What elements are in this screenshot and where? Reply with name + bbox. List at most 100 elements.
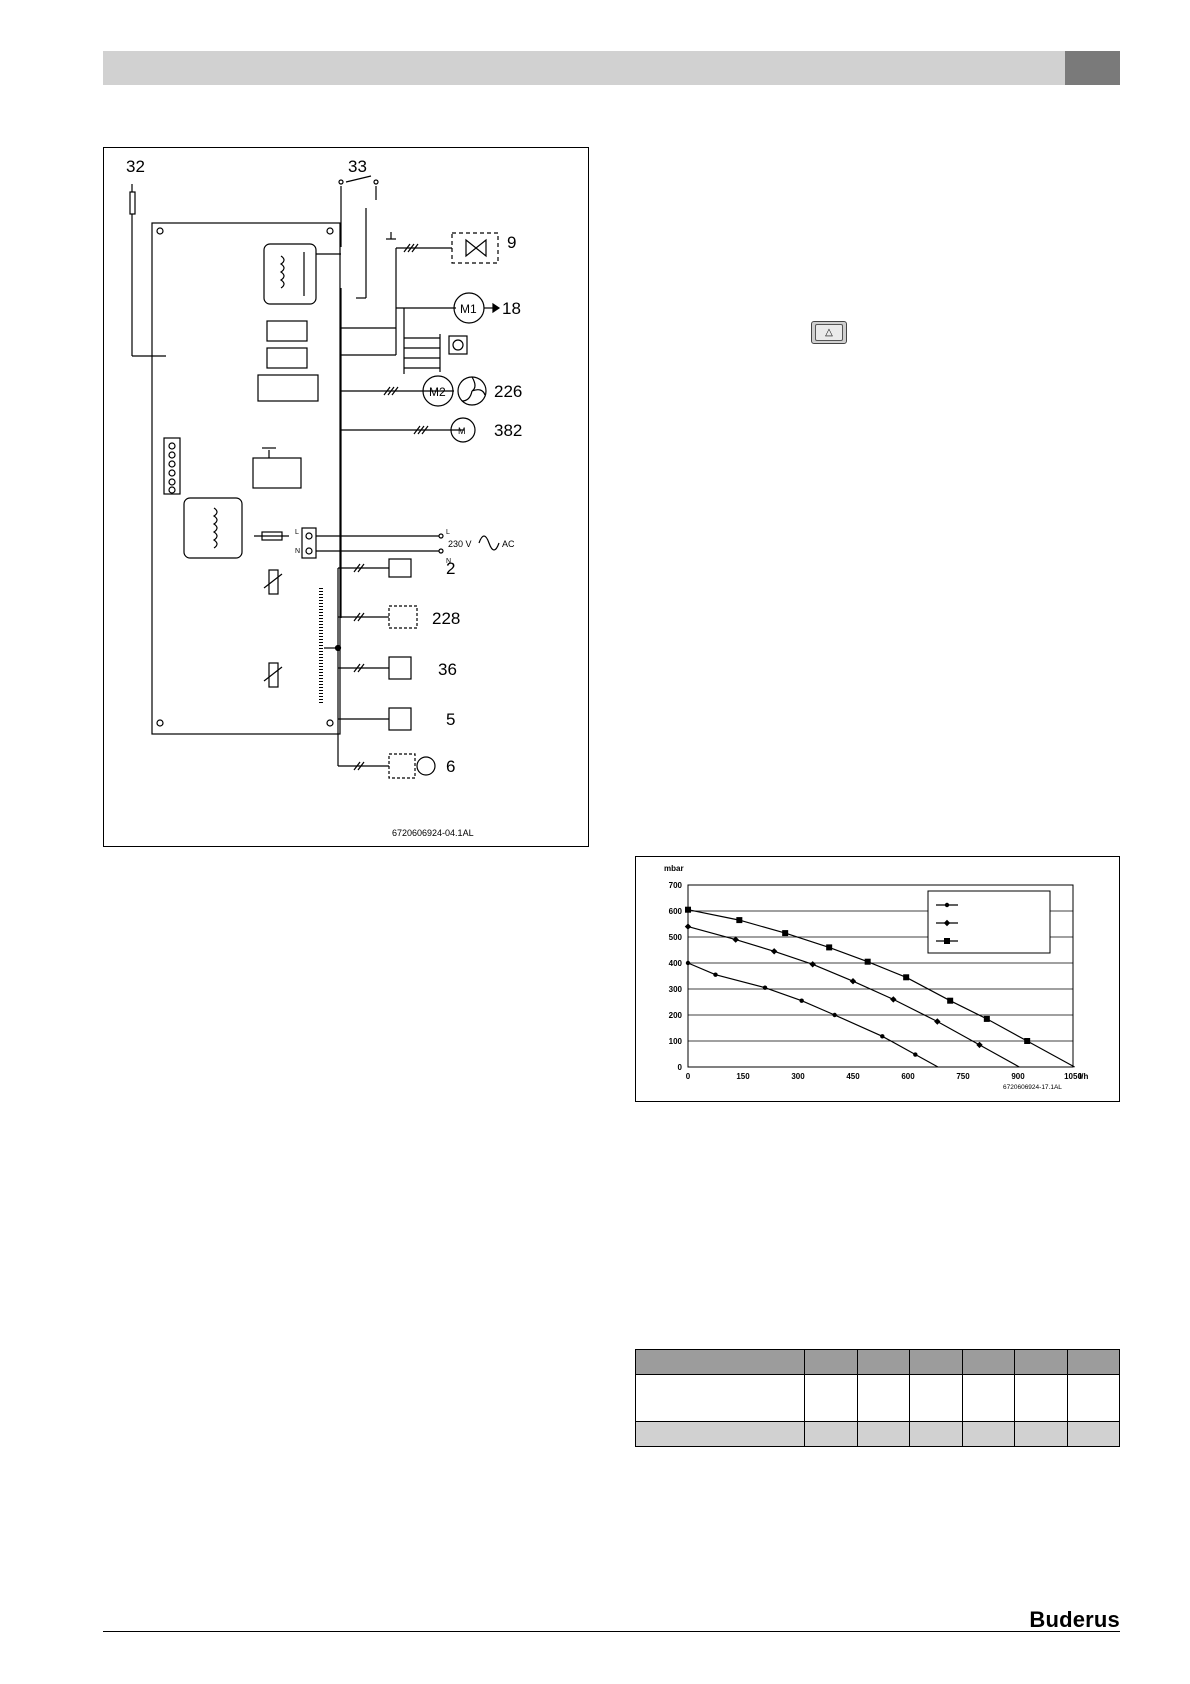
data-point bbox=[685, 960, 691, 966]
table-cell bbox=[909, 1421, 963, 1447]
data-point bbox=[770, 948, 778, 955]
table-cell bbox=[909, 1349, 963, 1375]
figure-code: 6720606924-17.1AL bbox=[1003, 1084, 1062, 1091]
line-n-label: N bbox=[446, 558, 451, 565]
supply-ac: AC bbox=[502, 539, 515, 549]
wire-label: 32 bbox=[126, 157, 145, 176]
table-cell bbox=[856, 1349, 910, 1375]
line-n-label: N bbox=[295, 548, 300, 555]
data-point bbox=[782, 930, 789, 937]
table-row bbox=[635, 1421, 1120, 1447]
y-tick-label: 400 bbox=[669, 959, 683, 968]
wire-label: 5 bbox=[446, 710, 455, 729]
x-tick-label: 450 bbox=[846, 1072, 860, 1081]
line-l-label: L bbox=[446, 529, 450, 536]
pump-curve-chart: 0 100 200 300 400 500 600 700 0 150 300 450 600 750 90… bbox=[635, 856, 1120, 1102]
y-tick-label: 200 bbox=[669, 1011, 683, 1020]
table-cell bbox=[961, 1421, 1015, 1447]
header-bar bbox=[103, 51, 1065, 85]
data-point bbox=[944, 938, 950, 944]
motor-label: M2 bbox=[429, 385, 446, 399]
wire-label: 228 bbox=[432, 609, 460, 628]
x-axis-unit: l/h bbox=[1079, 1072, 1088, 1081]
table-cell bbox=[909, 1374, 963, 1422]
figure-code: 6720606924-04.1AL bbox=[392, 828, 474, 838]
data-point bbox=[903, 974, 910, 981]
chapter-tab bbox=[1065, 51, 1120, 85]
table-cell bbox=[1014, 1421, 1068, 1447]
x-tick-label: 300 bbox=[791, 1072, 805, 1081]
y-tick-label: 500 bbox=[669, 933, 683, 942]
data-point bbox=[1024, 1038, 1031, 1044]
table-cell bbox=[1066, 1349, 1120, 1375]
wire-label: 36 bbox=[438, 660, 457, 679]
data-point bbox=[832, 1012, 837, 1018]
table-cell bbox=[856, 1374, 910, 1422]
data-point bbox=[947, 997, 954, 1004]
x-tick-label: 1050 bbox=[1064, 1072, 1082, 1081]
table-cell bbox=[804, 1374, 858, 1422]
table-cell bbox=[961, 1374, 1015, 1422]
table-header-row bbox=[635, 1349, 1120, 1375]
brand-logo: Buderus bbox=[1029, 1607, 1120, 1632]
data-point bbox=[976, 1041, 983, 1049]
data-point bbox=[890, 996, 897, 1003]
data-point bbox=[983, 1015, 990, 1022]
warning-icon: △ bbox=[811, 321, 847, 344]
y-tick-label: 700 bbox=[669, 881, 683, 890]
y-tick-label: 100 bbox=[669, 1037, 683, 1046]
series-line bbox=[687, 962, 939, 1068]
wire-label: 226 bbox=[494, 382, 522, 401]
y-axis-label: mbar bbox=[664, 864, 684, 873]
table-cell bbox=[1066, 1374, 1120, 1422]
data-point bbox=[684, 923, 692, 930]
table-cell bbox=[635, 1421, 805, 1447]
table-cell bbox=[804, 1421, 858, 1447]
x-tick-label: 150 bbox=[736, 1072, 750, 1081]
data-point bbox=[685, 906, 691, 913]
y-tick-label: 300 bbox=[669, 985, 683, 994]
wiring-schematic: 32 33 9 18 226 382 2 228 36 5 6 M1 M2 M … bbox=[126, 157, 522, 838]
footer-rule bbox=[103, 1631, 1120, 1632]
x-tick-label: 900 bbox=[1011, 1072, 1025, 1081]
data-point bbox=[736, 917, 743, 924]
table-cell bbox=[635, 1349, 805, 1375]
supply-voltage: 230 V bbox=[448, 539, 472, 549]
x-tick-label: 600 bbox=[901, 1072, 915, 1081]
wire-label: 382 bbox=[494, 421, 522, 440]
chart-canvas: 0 100 200 300 400 500 600 700 0 150 300 450 600 750 90… bbox=[664, 864, 1088, 1091]
wire-label: 9 bbox=[507, 233, 516, 252]
data-point bbox=[713, 972, 718, 977]
wire-label: 18 bbox=[502, 299, 521, 318]
data-point bbox=[864, 958, 871, 965]
wire-label: 6 bbox=[446, 757, 455, 776]
table-cell bbox=[804, 1349, 858, 1375]
table-cell bbox=[1014, 1374, 1068, 1422]
data-point bbox=[809, 961, 816, 968]
table-cell bbox=[1014, 1349, 1068, 1375]
table-cell bbox=[856, 1421, 910, 1447]
wire-label: 33 bbox=[348, 157, 367, 176]
y-tick-label: 600 bbox=[669, 907, 683, 916]
y-tick-label: 0 bbox=[678, 1063, 683, 1072]
data-point bbox=[762, 985, 768, 990]
data-point bbox=[849, 978, 857, 985]
spec-table bbox=[635, 1349, 1120, 1447]
motor-label: M bbox=[458, 426, 466, 436]
data-point bbox=[826, 944, 833, 951]
data-point bbox=[799, 998, 804, 1003]
line-l-label: L bbox=[295, 529, 299, 536]
motor-label: M1 bbox=[460, 302, 477, 316]
data-point bbox=[934, 1018, 941, 1025]
x-tick-label: 750 bbox=[956, 1072, 970, 1081]
data-point bbox=[943, 919, 951, 927]
series-line bbox=[687, 909, 1075, 1068]
table-row bbox=[635, 1374, 1120, 1422]
data-point bbox=[913, 1052, 918, 1057]
x-tick-label: 0 bbox=[686, 1072, 691, 1081]
wire-label: 2 bbox=[446, 559, 455, 578]
table-cell bbox=[1066, 1421, 1120, 1447]
table-cell bbox=[635, 1374, 805, 1422]
triangle-icon: △ bbox=[815, 324, 843, 341]
wiring-diagram: 32 33 9 18 226 382 2 228 36 5 6 M1 M2 M … bbox=[103, 147, 589, 847]
